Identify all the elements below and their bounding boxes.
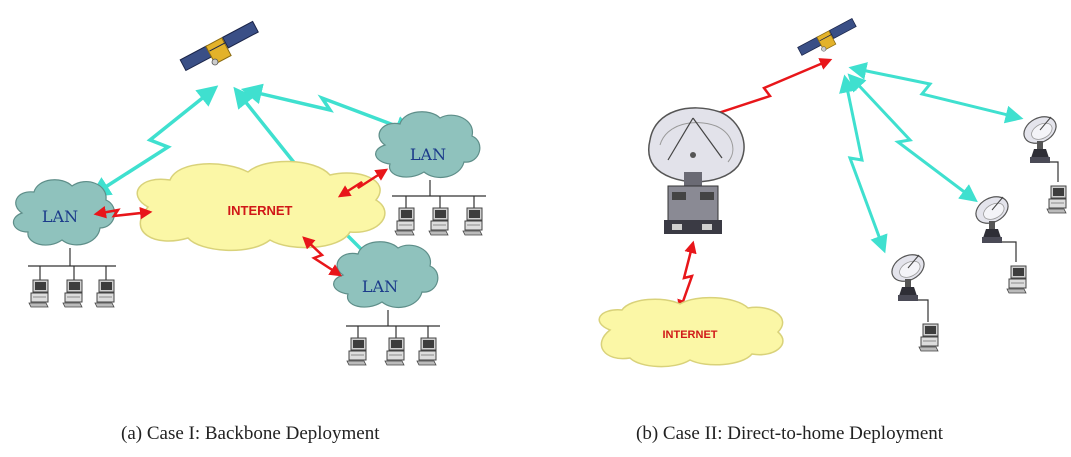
internet-link-ground-station — [677, 240, 697, 313]
lan-cloud-right-top: LAN — [375, 111, 481, 179]
computer-icon — [28, 279, 49, 308]
internet-cloud-b: INTERNET — [598, 296, 784, 368]
internet-label-b: INTERNET — [663, 329, 718, 341]
caption-case-one: (a) Case I: Backbone Deployment — [121, 423, 380, 444]
cloud-icon — [375, 111, 481, 179]
computer-icon — [918, 323, 939, 352]
internet-links-b — [677, 58, 833, 313]
lan-cloud-right-bottom: LAN — [333, 241, 439, 309]
lan-network-right-top — [392, 180, 486, 208]
lan-network-left — [28, 248, 116, 280]
satellite-icon — [797, 18, 857, 56]
satellite-link-to-ground-station — [694, 58, 833, 123]
lan-cloud-left: LAN — [12, 179, 116, 246]
internet-link-lan-right-bottom — [302, 236, 343, 277]
cloud-icon — [333, 241, 439, 309]
lan-label-right-bottom: LAN — [362, 277, 398, 296]
dish-to-computer-cables — [918, 161, 1059, 322]
satellite-link-to-dish-2 — [847, 73, 978, 203]
computer-icon — [1006, 265, 1027, 294]
satellite-link-sat-to-lan-left — [89, 85, 219, 198]
computer-icon — [346, 337, 367, 366]
computer-icon — [62, 279, 83, 308]
internet-label-a: INTERNET — [228, 203, 293, 218]
lan-network-right-bottom — [346, 310, 440, 338]
satellite-dish-icon — [886, 248, 930, 302]
computer-icon — [462, 207, 483, 236]
lan-label-right-top: LAN — [410, 145, 446, 164]
lan-label-left: LAN — [42, 207, 78, 226]
satellite-icon — [179, 20, 259, 71]
computer-icon — [428, 207, 449, 236]
satellite-link-to-dish-3 — [848, 62, 1024, 124]
internet-link-lan-right-top — [337, 168, 389, 198]
computer-icon — [1046, 185, 1067, 214]
computer-icon — [384, 337, 405, 366]
computer-icon — [416, 337, 437, 366]
cloud-icon — [598, 296, 784, 368]
computer-icon — [394, 207, 415, 236]
internet-links-a — [93, 168, 389, 277]
satellite-dish-icon — [970, 190, 1014, 244]
computer-icon — [94, 279, 115, 308]
internet-cloud-a: INTERNET — [136, 160, 386, 251]
satellite-links-b — [839, 62, 1024, 254]
caption-case-two: (b) Case II: Direct-to-home Deployment — [636, 423, 944, 444]
internet-link-lan-left — [93, 206, 153, 220]
cloud-icon — [136, 160, 386, 251]
satellite-dish-icon — [1018, 110, 1062, 164]
satellite-link-to-dish-1 — [839, 74, 888, 254]
ground-station-icon — [648, 107, 745, 234]
